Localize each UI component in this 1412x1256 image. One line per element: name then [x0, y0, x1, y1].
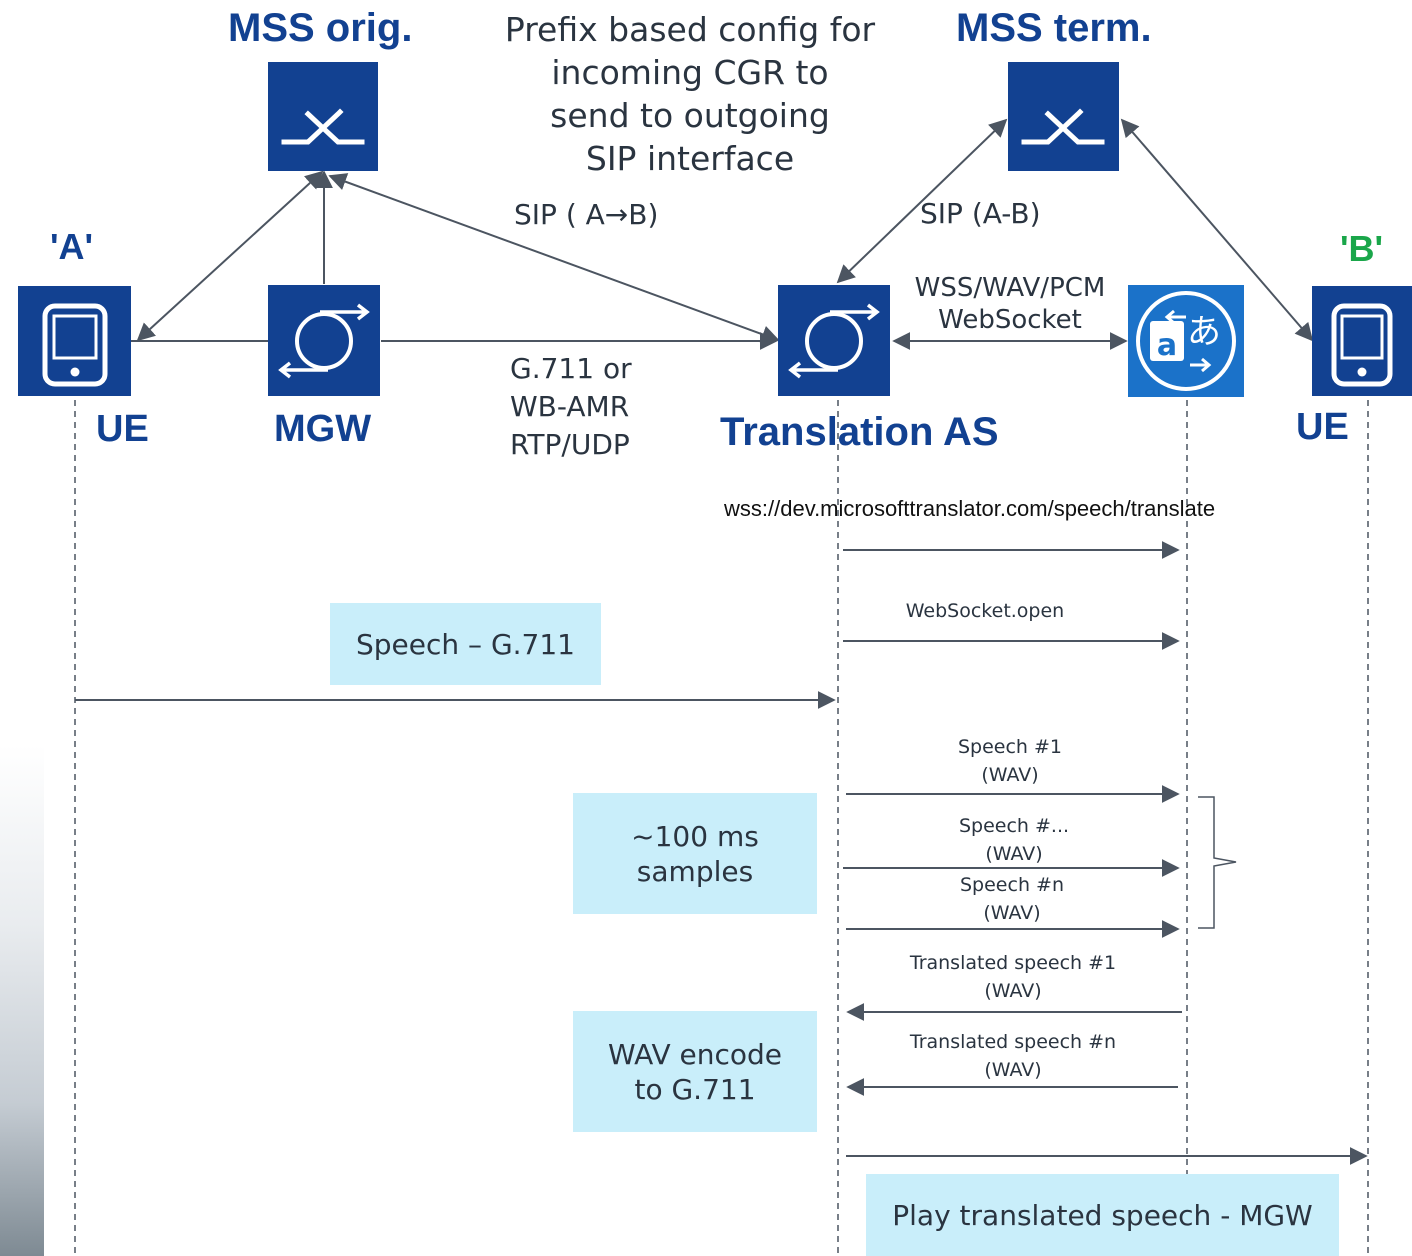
speech-dots-text: Speech #...: [958, 815, 1070, 837]
link-as-mss-orig: [328, 173, 780, 343]
samples-box: ~100 ms samples: [573, 793, 817, 914]
ws-open-label: WebSocket.open: [905, 600, 1065, 622]
switch-icon: [281, 108, 365, 145]
link-mss-term-ue-b: [1120, 118, 1314, 342]
prefix-config-line: send to outgoing: [550, 96, 830, 135]
codec-line: RTP/UDP: [510, 428, 630, 461]
translator-node: a あ: [1128, 285, 1244, 397]
wav-encode-line: WAV encode: [607, 1037, 783, 1071]
ue-a-title: UE: [96, 408, 149, 450]
play-translated-text: Play translated speech - MGW: [892, 1198, 1313, 1232]
switch-icon: [1021, 108, 1105, 145]
speech-n-format: (WAV): [983, 902, 1041, 924]
speech-g711-text: Speech – G.711: [356, 627, 575, 661]
sip-term-label: SIP (A-B): [920, 197, 1041, 230]
samples-line: samples: [636, 854, 754, 888]
link-ue-a-mss-orig: [136, 170, 324, 342]
wav-encode-line: to G.711: [634, 1072, 756, 1106]
ue-b-tag: 'B': [1340, 228, 1384, 269]
samples-brace: [1198, 796, 1237, 929]
speech-g711-box: Speech – G.711: [330, 603, 601, 685]
mgw-node: [268, 285, 380, 396]
translated-n-label: Translated speech #n (WAV): [882, 1028, 1144, 1084]
translated-1-label: Translated speech #1 (WAV): [882, 949, 1144, 1005]
svg-text:a: a: [1157, 328, 1177, 363]
mss-term-title: MSS term.: [956, 6, 1152, 50]
ue-a-node: [18, 286, 131, 396]
media-gateway-icon: [278, 303, 370, 379]
prefix-config-line: Prefix based config for: [504, 10, 876, 49]
codec-label: G.711 or WB-AMR RTP/UDP: [510, 350, 632, 464]
websocket-line: WebSocket: [938, 305, 1082, 335]
sip-orig-label: SIP ( A→B): [514, 198, 659, 231]
mss-term-node: [1008, 62, 1119, 171]
translation-as-title: Translation AS: [720, 410, 999, 454]
wss-line: WSS/WAV/PCM: [914, 273, 1106, 303]
prefix-config-note: Prefix based config for incoming CGR to …: [500, 8, 880, 180]
speech-1-label: Speech #1 (WAV): [910, 733, 1110, 789]
play-translated-box: Play translated speech - MGW: [866, 1174, 1339, 1256]
translated-n-format: (WAV): [984, 1059, 1042, 1081]
translation-as-node: [778, 285, 890, 396]
translated-1-text: Translated speech #1: [909, 952, 1117, 974]
codec-line: WB-AMR: [510, 390, 630, 423]
ue-a-tag: 'A': [50, 226, 94, 267]
mobile-phone-icon: [1331, 303, 1393, 387]
prefix-config-line: incoming CGR to: [551, 53, 829, 92]
translated-1-format: (WAV): [984, 980, 1042, 1002]
ue-b-title: UE: [1296, 406, 1349, 448]
speech-dots-format: (WAV): [985, 843, 1043, 865]
samples-line: ~100 ms: [631, 819, 759, 853]
prefix-config-line: SIP interface: [585, 139, 795, 178]
mss-orig-node: [268, 62, 378, 171]
ue-b-node: [1312, 286, 1412, 396]
speech-1-text: Speech #1: [957, 736, 1063, 758]
media-gateway-icon: [788, 303, 880, 379]
wss-protocol-label: WSS/WAV/PCM WebSocket: [906, 272, 1114, 336]
background-photo-fragment: [0, 745, 44, 1256]
mss-orig-title: MSS orig.: [228, 6, 413, 50]
speech-n-text: Speech #n: [960, 874, 1064, 896]
mgw-title: MGW: [274, 408, 372, 450]
translator-icon: a あ: [1136, 291, 1236, 391]
translated-n-text: Translated speech #n: [909, 1031, 1117, 1053]
svg-text:あ: あ: [1187, 312, 1221, 352]
speech-dots-label: Speech #... (WAV): [914, 812, 1114, 868]
speech-n-label: Speech #n (WAV): [912, 871, 1112, 927]
codec-line: G.711 or: [510, 352, 632, 385]
mobile-phone-icon: [42, 303, 108, 387]
link-as-mss-term: [836, 118, 1008, 284]
wav-encode-box: WAV encode to G.711: [573, 1011, 817, 1132]
speech-1-format: (WAV): [981, 764, 1039, 786]
wss-url-label: wss://dev.microsofttranslator.com/speech…: [724, 496, 1216, 521]
